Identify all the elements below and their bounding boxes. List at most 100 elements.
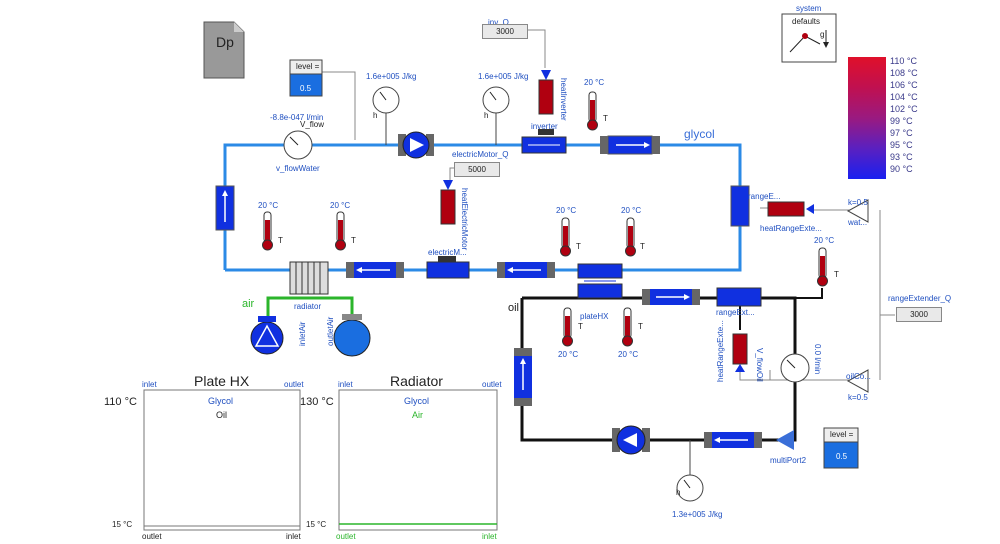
electric-motor-block[interactable] — [426, 256, 470, 279]
vflow-oil-gauge[interactable] — [780, 353, 810, 383]
enthalpy-gauge-3[interactable] — [676, 440, 704, 502]
hx-inlet: inlet — [142, 380, 157, 389]
vflow-water-component: v_flowWater — [276, 164, 320, 173]
range-extender-q-label: rangeExtender_Q — [888, 294, 952, 303]
gain-oil-name: oilCo... — [846, 372, 871, 381]
tank-bottom-label: level = — [830, 430, 854, 439]
system-defaults: defaults — [792, 17, 821, 26]
radiator-label: radiator — [294, 302, 322, 311]
range-extender-q-value[interactable]: 3000 — [896, 307, 942, 322]
vflow-oil-label: V_flowOil — [755, 348, 764, 382]
hx-top-temp: 110 °C — [104, 396, 137, 408]
radiator-component[interactable] — [289, 261, 329, 295]
pipe-segment-top-right[interactable] — [600, 135, 660, 155]
system-label: system — [796, 4, 822, 13]
outlet-air-sink[interactable] — [333, 314, 371, 357]
gain-water-k: k=0.5 — [848, 198, 868, 207]
heat-inverter-source[interactable] — [538, 70, 554, 115]
heat-range-exte-label: heatRangeExte... — [760, 224, 822, 233]
inv-q-label: inv_Q — [488, 18, 509, 27]
temp-oil-2: 20 °C — [618, 350, 639, 359]
thermometer-range[interactable] — [817, 247, 828, 287]
thermometers — [262, 91, 828, 347]
hx-glycol: Glycol — [208, 396, 234, 406]
hx-bottom-temp: 15 °C — [112, 520, 133, 529]
pipe-segment-bottom-1[interactable] — [346, 262, 404, 278]
enthalpy-2-letter: h — [484, 111, 489, 120]
enthalpy-1-value: 1.6e+005 J/kg — [366, 72, 417, 81]
pipe-segment-left[interactable] — [215, 185, 235, 231]
thermometer-oil-1[interactable] — [562, 307, 573, 347]
thermometer-plate-in[interactable] — [560, 217, 571, 257]
control-lines — [319, 29, 895, 381]
range-component-label: rangeE... — [748, 192, 781, 201]
rad-bl: outlet — [336, 532, 356, 541]
radiator-plot — [338, 389, 498, 531]
gain-oil-k: k=0.5 — [848, 393, 868, 402]
thermometer-mid[interactable] — [335, 211, 346, 251]
outlet-air-label: outletAir — [326, 316, 335, 346]
enthalpy-gauge-1[interactable] — [372, 86, 400, 145]
rad-glycol: Glycol — [404, 396, 430, 406]
electric-motor-q-value[interactable]: 5000 — [454, 162, 500, 177]
legend-label: 108 °C — [890, 68, 918, 78]
legend-label: 95 °C — [890, 140, 913, 150]
thermometer-left[interactable] — [262, 211, 273, 251]
gain-water[interactable] — [846, 199, 869, 223]
gain-water-name: wat... — [848, 218, 868, 227]
rad-top-temp: 130 °C — [300, 396, 334, 408]
air-pipe — [266, 296, 354, 318]
vflow-water-gauge[interactable] — [283, 130, 313, 160]
thermometer-top[interactable] — [587, 91, 598, 131]
inlet-air-source[interactable] — [250, 316, 284, 355]
temp-mid-t: T — [351, 236, 356, 245]
legend-label: 99 °C — [890, 116, 913, 126]
electric-motor-q-label: electricMotor_Q — [452, 150, 509, 159]
pipe-segment-oil-left[interactable] — [514, 348, 532, 406]
rad-br: inlet — [482, 532, 497, 541]
heat-range-extender-source[interactable] — [767, 201, 814, 217]
pump-glycol[interactable] — [398, 131, 434, 159]
pump-oil[interactable] — [612, 425, 650, 455]
rad-air: Air — [412, 410, 423, 420]
range-extender-hx-glycol[interactable] — [730, 185, 750, 227]
heat-electric-motor-source[interactable] — [440, 180, 456, 225]
temp-left-t: T — [278, 236, 283, 245]
plate-hx-component[interactable] — [577, 263, 623, 299]
tank-top-label: level = — [296, 62, 320, 71]
inverter-block[interactable] — [521, 129, 567, 154]
inverter-label: inverter — [531, 122, 558, 131]
thermometer-plate-out[interactable] — [625, 217, 636, 257]
temp-range: 20 °C — [814, 236, 835, 245]
tank-bottom-value: 0.5 — [836, 452, 848, 461]
temp-left: 20 °C — [258, 201, 279, 210]
heat-inverter-label: heatInverter — [559, 78, 568, 121]
heat-range-ext-oil-label: heatRangeExte... — [716, 320, 725, 382]
pipe-segment-oil-bottom[interactable] — [704, 432, 762, 448]
legend-label: 90 °C — [890, 164, 913, 174]
inv-q-value[interactable]: 3000 — [482, 24, 528, 39]
thermometer-oil-2[interactable] — [622, 307, 633, 347]
electric-motor-label: electricM... — [428, 248, 467, 257]
enthalpy-gauge-2[interactable] — [482, 86, 510, 145]
enthalpy-2-value: 1.6e+005 J/kg — [478, 72, 529, 81]
tank-bottom[interactable] — [823, 427, 859, 469]
temp-plate-in-t: T — [576, 242, 581, 251]
system-g: g — [820, 30, 825, 39]
temp-mid: 20 °C — [330, 201, 351, 210]
heat-electric-motor-label: heatElectricMotor — [460, 188, 469, 251]
range-extender-hx-oil[interactable] — [716, 287, 762, 307]
legend-label: 106 °C — [890, 80, 918, 90]
tank-top[interactable] — [289, 59, 323, 97]
pipe-segment-oil-top[interactable] — [642, 289, 700, 305]
enthalpy-3-letter: h — [676, 488, 681, 497]
heat-range-extender-oil-source[interactable] — [732, 333, 748, 372]
doc-dp-label: Dp — [216, 34, 234, 50]
temp-plate-out: 20 °C — [621, 206, 642, 215]
system-box[interactable] — [781, 13, 837, 63]
temp-plate-out-t: T — [640, 242, 645, 251]
pipe-segment-bottom-2[interactable] — [497, 262, 555, 278]
multiport-icon[interactable] — [776, 430, 794, 450]
gain-oil[interactable] — [846, 369, 869, 393]
